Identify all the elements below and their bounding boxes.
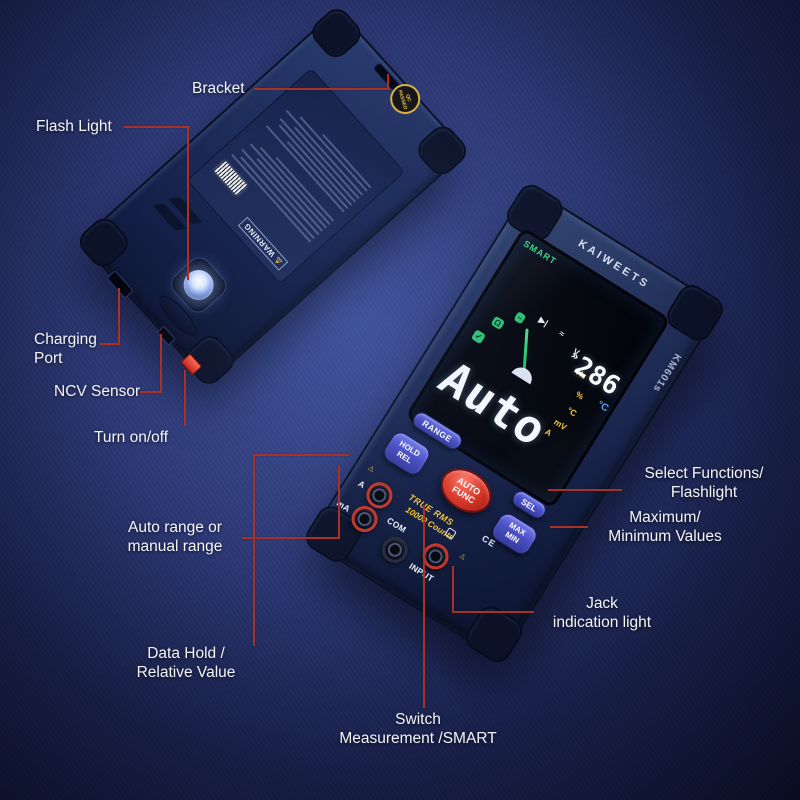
connector-bracket-h <box>254 88 390 90</box>
warning-icon: ⚠ <box>272 254 285 267</box>
callout-line: indication light <box>552 614 652 631</box>
callout-line: Minimum Values <box>608 528 722 545</box>
hold-rel-button: HOLD REL <box>380 428 434 479</box>
corner-bumper <box>74 212 134 273</box>
dial-icon-current: A <box>543 426 554 439</box>
dial-icon-continuity: ~ <box>513 311 527 325</box>
temperature-unit: °C <box>595 399 611 415</box>
display-reading: » 286 <box>561 346 625 402</box>
dial-icon-frequency: Hz <box>574 366 589 381</box>
connector-flashlight-h <box>124 126 190 128</box>
callout-line: NCV Sensor <box>54 383 141 400</box>
callout-line: Charging <box>34 331 97 348</box>
connector-flashlight-v <box>187 126 189 280</box>
connector-select-h <box>548 489 622 491</box>
callout-line: Flashlight <box>670 484 738 501</box>
jack-label-com: COM <box>385 515 409 535</box>
dial-icon-temperature: °C <box>565 404 579 419</box>
jack-ring <box>369 485 390 505</box>
connector-autorange-v <box>338 466 340 539</box>
callout-line: Port <box>34 350 63 367</box>
back-label-panel: ⚠ WARNING <box>186 67 405 285</box>
dial-icon-check: ✓ <box>470 329 487 345</box>
warning-triangle-icon: ⚠ <box>457 552 467 562</box>
dial-icon-ohm: Ω <box>490 315 506 330</box>
dial-icon-diode: ▶| <box>537 314 550 328</box>
callout-line: Select Functions/ <box>644 465 764 482</box>
multimeter-back-device: QC PASSED ⚠ WARNING <box>74 3 472 390</box>
connector-switch-v <box>423 505 425 708</box>
callout-line: Turn on/off <box>94 429 169 446</box>
jack-ring <box>354 509 375 529</box>
callout-line: manual range <box>127 538 223 555</box>
callout-line: Auto range or <box>128 519 222 536</box>
callout-turn-on-off: Turn on/off <box>94 428 168 447</box>
callout-max-min: Maximum/ Minimum Values <box>588 508 742 546</box>
callout-charging-port: Charging Port <box>34 330 118 368</box>
jack-com <box>376 531 413 568</box>
callout-line: Switch <box>395 711 441 728</box>
warning-triangle-icon: ⚠ <box>366 464 376 475</box>
corner-bumper <box>306 3 367 63</box>
callout-switch-measurement: Switch Measurement /SMART <box>319 710 517 748</box>
callout-data-hold: Data Hold / Relative Value <box>112 644 260 682</box>
connector-ncv-v <box>160 334 162 393</box>
corner-bumper <box>412 120 472 181</box>
callout-jack-indication: Jack indication light <box>535 594 669 632</box>
callout-line: Maximum/ <box>629 509 701 526</box>
warning-text: WARNING <box>242 221 278 259</box>
connector-autorange-h <box>242 537 340 539</box>
callout-flash-light: Flash Light <box>36 117 112 136</box>
smart-mode-label: SMART <box>521 238 559 267</box>
signal-icon: » <box>568 347 583 364</box>
dial-icon-duty-cycle: % <box>573 389 586 402</box>
flashlight-led <box>177 263 220 307</box>
connector-jacklight-v <box>452 566 454 613</box>
callout-auto-range: Auto range or manual range <box>108 518 242 556</box>
connector-charging-v <box>118 288 120 345</box>
connector-jacklight-h <box>452 611 534 613</box>
callout-select-functions: Select Functions/ Flashlight <box>622 464 786 502</box>
warning-label: ⚠ WARNING <box>237 216 289 271</box>
dial-needle <box>522 328 529 375</box>
model-number: KM601s <box>650 351 683 395</box>
multimeter-front-device: KAIWEETS KM601s SMART ✓ Ω ~ ▶| ≈ V Hz % … <box>300 179 729 668</box>
callout-ncv-sensor: NCV Sensor <box>54 382 140 401</box>
dial-icon-voltage: V <box>571 346 582 358</box>
dial-icon-capacitance: ≈ <box>557 327 567 339</box>
connector-power-v <box>184 370 186 426</box>
charging-port <box>106 270 134 299</box>
jack-ring <box>385 540 405 560</box>
dial-icon-millivolt: mV <box>552 416 569 433</box>
callout-line: Bracket <box>192 80 245 97</box>
callout-line: Measurement /SMART <box>339 730 497 747</box>
needle-hub <box>511 363 536 385</box>
jack-label-a: A <box>356 478 368 491</box>
connector-ncv-h <box>140 391 162 393</box>
qc-text: QC PASSED <box>396 89 413 111</box>
callout-line: Relative Value <box>136 664 236 681</box>
callout-bracket: Bracket <box>192 79 245 98</box>
connector-datahold-h <box>253 454 349 456</box>
callout-line: Data Hold / <box>147 645 225 662</box>
connector-maxmin-h <box>550 526 588 528</box>
callout-line: Flash Light <box>36 118 112 135</box>
connector-datahold-v <box>253 454 255 646</box>
reading-value: 286 <box>569 351 625 402</box>
callout-line: Jack <box>586 595 618 612</box>
jack-ring <box>425 546 446 567</box>
connector-bracket-v <box>387 74 389 90</box>
